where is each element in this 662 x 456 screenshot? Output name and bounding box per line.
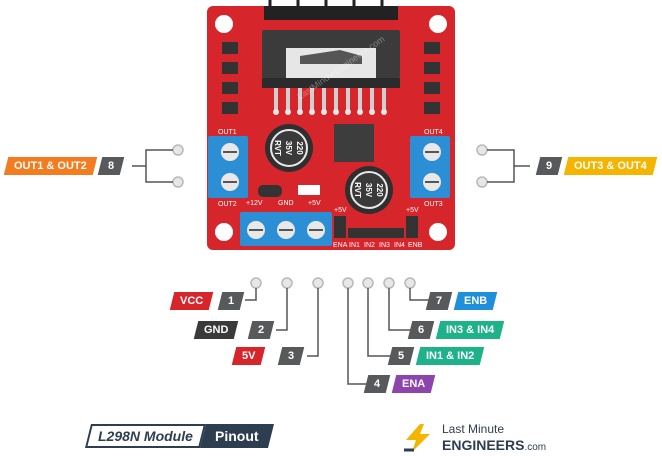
silk-enb: ENB: [408, 242, 423, 249]
number-6: 6: [407, 321, 435, 339]
silk-5v: +5V: [308, 200, 321, 207]
silk-in4: IN4: [394, 242, 405, 249]
number-8: 8: [97, 157, 125, 175]
brand-bottom-text: ENGINEERS.com: [442, 437, 547, 453]
silk-out3: OUT3: [424, 201, 443, 208]
terminal-out1-out2: [208, 136, 248, 198]
voltage-regulator: [334, 124, 374, 162]
brand-top-text: Last Minute: [442, 422, 505, 436]
mount-hole: [215, 223, 233, 241]
l298n-chip: [262, 0, 400, 115]
cap2-line1: 220: [375, 183, 384, 197]
label-out1-out2: OUT1 & OUT2: [3, 157, 97, 175]
silk-out1: OUT1: [218, 129, 237, 136]
silk-in3: IN3: [379, 242, 390, 249]
diagram-title: L298N Module Pinout: [85, 424, 274, 448]
pin-markers: [172, 144, 488, 289]
lightning-logo-icon: [404, 424, 430, 452]
label-enb: ENB: [453, 292, 498, 310]
terminal-out3-out4: [410, 136, 450, 198]
diodes-left: [222, 42, 238, 114]
silk-gnd: GND: [278, 200, 294, 207]
5v-jumper: [258, 185, 282, 197]
brand-logo: Last Minute ENGINEERS.com: [400, 420, 570, 456]
label-ena: ENA: [391, 375, 436, 393]
mount-hole: [215, 15, 233, 33]
silk-in1: IN1: [349, 242, 360, 249]
silk-ena: ENA: [333, 242, 348, 249]
silk-in2: IN2: [364, 242, 375, 249]
number-5: 5: [387, 347, 415, 365]
cap1-line2: 35V: [284, 141, 293, 156]
mount-hole: [429, 15, 447, 33]
capacitor-2: [345, 166, 393, 214]
diodes-right: [424, 42, 440, 114]
label-in3-in4: IN3 & IN4: [435, 321, 505, 339]
silk-out4: OUT4: [424, 129, 443, 136]
cap2-line3: RVT: [353, 182, 362, 198]
number-1: 1: [217, 292, 245, 310]
silk-12v: +12V: [246, 200, 263, 207]
number-9: 9: [535, 157, 563, 175]
label-5v: 5V: [231, 347, 266, 365]
title-pinout: Pinout: [199, 424, 274, 448]
resistor: [298, 185, 320, 195]
control-header: [334, 216, 418, 238]
silk-5v-b: +5V: [334, 207, 347, 214]
label-out3-out4: OUT3 & OUT4: [563, 157, 657, 175]
cap1-line3: RVT: [273, 140, 282, 156]
silk-5v-c: +5V: [406, 207, 419, 214]
number-7: 7: [425, 292, 453, 310]
capacitor-1: [265, 124, 313, 172]
cap1-line1: 220: [295, 141, 304, 155]
label-vcc: VCC: [169, 292, 214, 310]
label-in1-in2: IN1 & IN2: [415, 347, 485, 365]
number-2: 2: [247, 321, 275, 339]
number-4: 4: [363, 375, 391, 393]
silk-out2: OUT2: [218, 201, 237, 208]
number-3: 3: [277, 347, 305, 365]
leader-lines: [132, 149, 530, 385]
terminal-power: [240, 212, 332, 246]
title-module: L298N Module: [85, 424, 206, 448]
mount-hole: [429, 223, 447, 241]
label-gnd: GND: [193, 321, 239, 339]
cap2-line2: 35V: [364, 183, 373, 198]
